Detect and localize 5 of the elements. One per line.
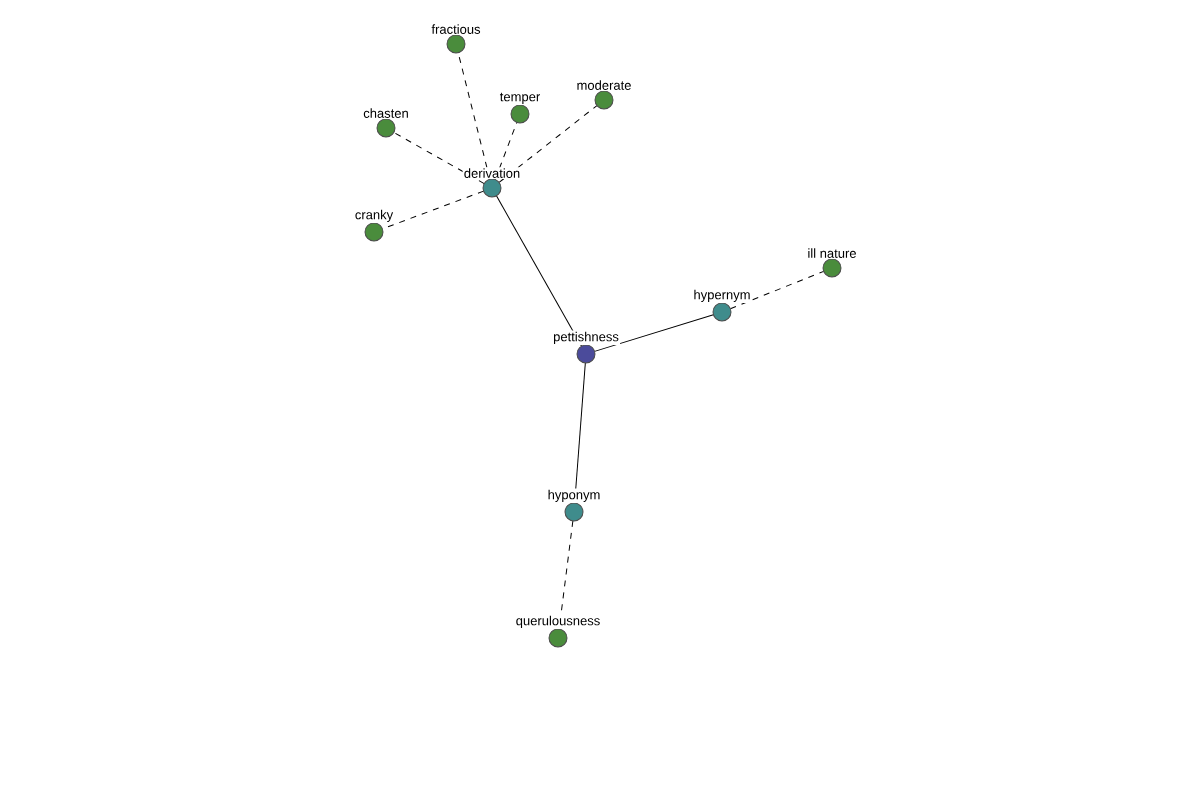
connector-line xyxy=(498,105,598,183)
connector-line xyxy=(594,314,714,352)
connector-line xyxy=(393,131,485,185)
connector-line xyxy=(495,195,583,347)
connector-line xyxy=(729,270,825,310)
